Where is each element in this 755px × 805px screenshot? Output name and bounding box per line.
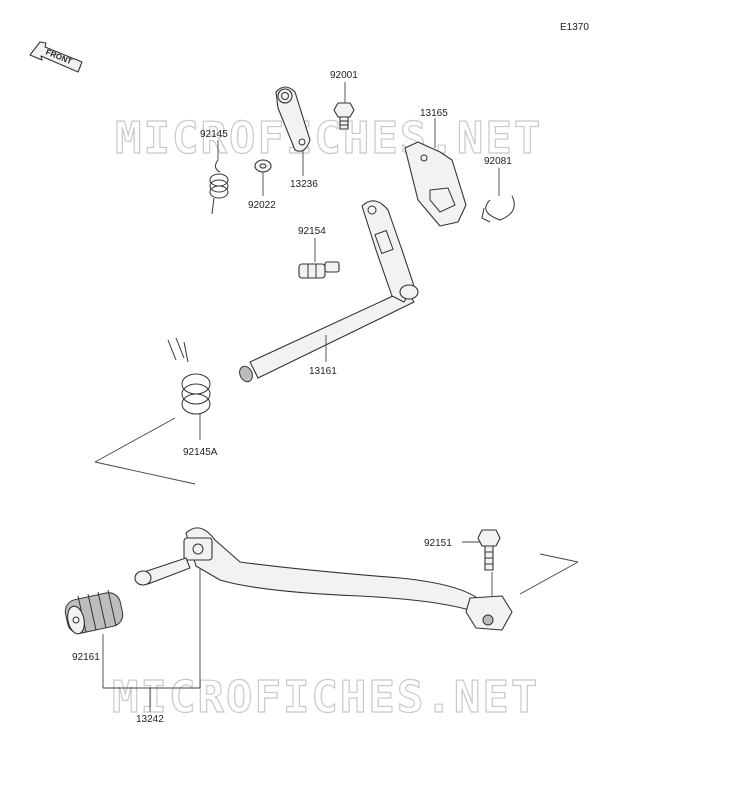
bolt-92001-icon [333, 102, 355, 130]
label-92154: 92154 [298, 226, 326, 237]
pin-92154-icon [298, 261, 340, 279]
clip-92081-icon [481, 195, 515, 223]
label-92145: 92145 [200, 129, 228, 140]
spring-92145a-icon [167, 337, 211, 415]
rubber-92161-icon [64, 589, 124, 635]
watermark-top: MICROFICHES.NET [115, 113, 542, 164]
label-92145a: 92145A [183, 447, 218, 458]
shaft-13161-icon [239, 200, 419, 383]
bolt-92151-icon [477, 529, 501, 571]
label-13165: 13165 [420, 108, 448, 119]
pedal-13242-icon [134, 527, 513, 631]
label-13242: 13242 [136, 714, 164, 725]
label-92151: 92151 [424, 538, 452, 549]
plate-13165-icon [404, 141, 467, 227]
plate-13236-icon [275, 86, 311, 152]
label-92081: 92081 [484, 156, 512, 167]
watermark-bottom: MICROFICHES.NET [112, 672, 539, 723]
washer-92022-icon [254, 159, 272, 173]
label-92001: 92001 [330, 70, 358, 81]
label-13236: 13236 [290, 179, 318, 190]
label-13161: 13161 [309, 366, 337, 377]
label-92022: 92022 [248, 200, 276, 211]
spring-92145-icon [209, 159, 229, 215]
front-arrow-icon: FRONT [29, 41, 83, 73]
diagram-code: E1370 [560, 22, 589, 33]
label-92161: 92161 [72, 652, 100, 663]
